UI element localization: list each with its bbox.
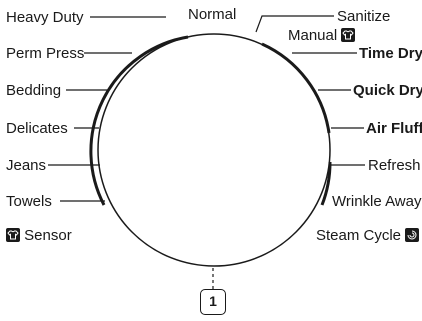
label-time-dry: Time Dry xyxy=(359,45,422,62)
dial-circle xyxy=(97,33,331,267)
label-steam-cycle: Steam Cycle xyxy=(316,227,402,244)
label-wrinkle-away: Wrinkle Away xyxy=(332,193,422,210)
leader-sanitize xyxy=(255,15,334,33)
sensor-group-label: Sensor xyxy=(6,227,72,244)
label-manual: Manual xyxy=(288,27,338,44)
label-sanitize: Sanitize xyxy=(337,8,391,25)
label-air-fluff: Air Fluff xyxy=(366,120,422,137)
label-heavy-duty: Heavy Duty xyxy=(6,9,84,26)
label-refresh: Refresh xyxy=(368,157,421,174)
steam-arc xyxy=(320,161,332,206)
label-quick-dry: Quick Dry xyxy=(353,82,422,99)
steam-group-label: Steam Cycle xyxy=(316,227,420,244)
label-perm-press: Perm Press xyxy=(6,45,85,62)
label-sensor: Sensor xyxy=(24,227,72,244)
steam-swirl-icon xyxy=(405,228,420,242)
label-jeans: Jeans xyxy=(6,157,47,174)
shirt-icon xyxy=(6,228,20,242)
label-normal: Normal xyxy=(188,6,237,23)
label-bedding: Bedding xyxy=(6,82,62,99)
label-delicates: Delicates xyxy=(6,120,68,137)
callout-number: 1 xyxy=(200,289,226,315)
sensor-arc xyxy=(89,35,189,206)
shirt-icon xyxy=(341,28,356,42)
manual-arc xyxy=(261,42,331,134)
manual-group-label: Manual xyxy=(288,27,356,44)
label-towels: Towels xyxy=(6,193,52,210)
